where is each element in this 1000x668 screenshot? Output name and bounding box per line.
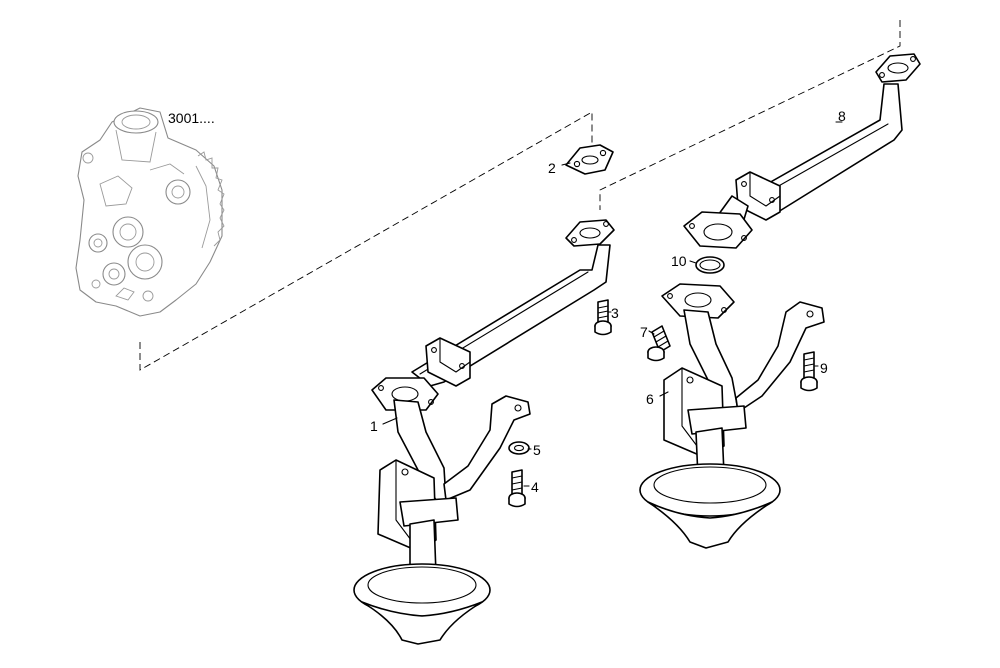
part-3-bolt (594, 299, 612, 336)
label-part-8: 8 (838, 108, 846, 124)
oil-pump-reference-illustration (75, 107, 225, 317)
label-part-7: 7 (640, 324, 648, 340)
part-5-washer (508, 441, 530, 455)
label-part-4: 4 (531, 479, 539, 495)
label-part-9: 9 (820, 360, 828, 376)
part-2-gasket (565, 144, 614, 175)
assembly-dash-lines (139, 20, 901, 371)
part-7-bolt (647, 325, 671, 362)
part-1-suction-pipe (353, 219, 615, 645)
part-8-pipe (683, 53, 921, 249)
part-10-o-ring (695, 256, 725, 274)
label-part-1: 1 (370, 418, 378, 434)
label-part-5: 5 (533, 442, 541, 458)
label-reference-3001: 3001.... (168, 110, 215, 126)
label-part-3: 3 (611, 305, 619, 321)
label-part-6: 6 (646, 391, 654, 407)
part-4-bolt (508, 469, 526, 508)
leader-lines (382, 121, 843, 487)
label-part-10: 10 (671, 253, 687, 269)
part-9-bolt (800, 351, 818, 392)
part-6-suction-assembly (639, 283, 825, 549)
label-part-2: 2 (548, 160, 556, 176)
